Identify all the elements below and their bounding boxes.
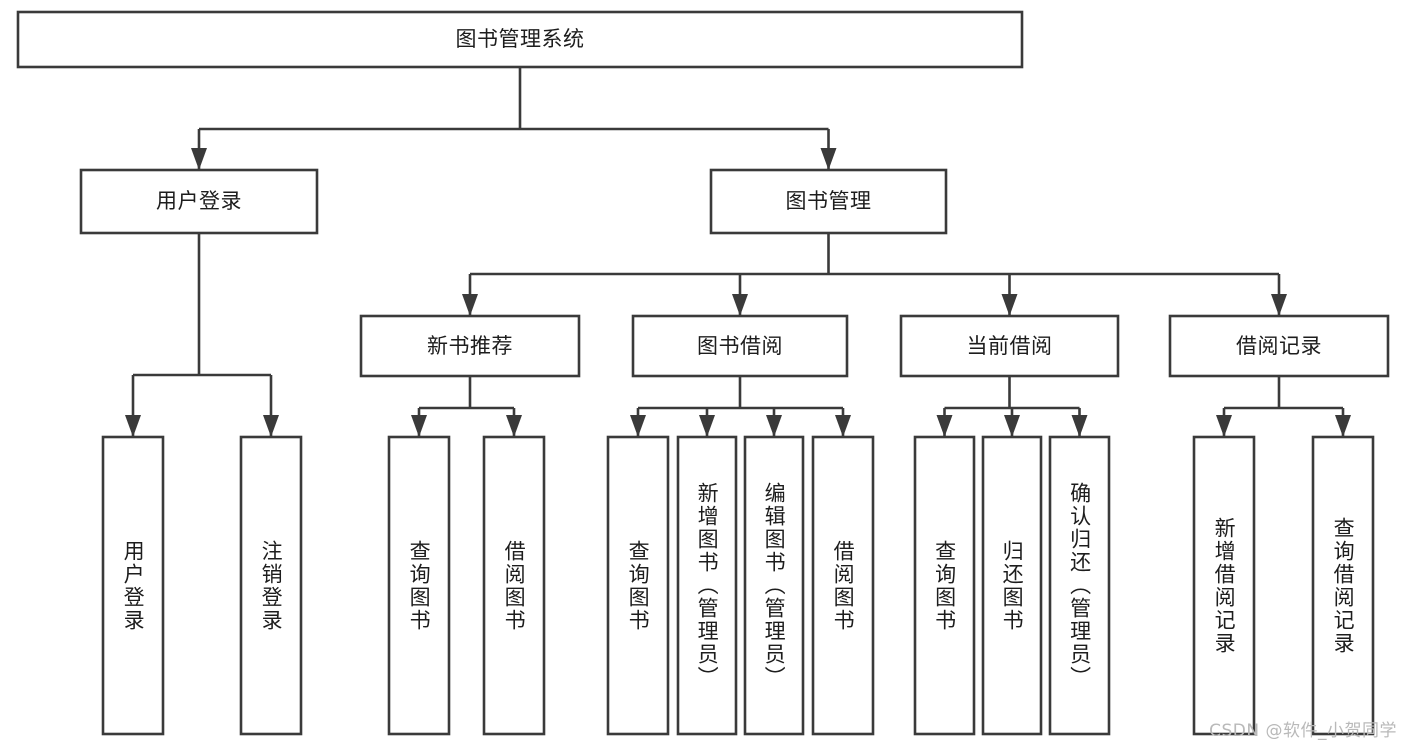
arrow-head-leaf-user-login — [125, 415, 141, 437]
arrow-head-leaf-borrow-book-rec — [506, 415, 522, 437]
node-box-leaf-return-book[interactable] — [981, 435, 1043, 736]
node-box-leaf-add-record[interactable] — [1192, 435, 1256, 736]
arrow-head-leaf-edit-book — [766, 415, 782, 437]
arrow-head-leaf-add-record — [1216, 415, 1232, 437]
node-box-leaf-edit-book[interactable] — [743, 435, 805, 736]
node-box-current-borrow[interactable] — [899, 314, 1120, 378]
arrow-head-book-manage — [820, 148, 837, 170]
node-box-leaf-logout[interactable] — [239, 435, 303, 736]
node-box-leaf-borrow-book-rec[interactable] — [482, 435, 546, 736]
arrow-head-current-borrow — [1001, 294, 1018, 316]
arrow-head-leaf-borrow-book — [835, 415, 851, 437]
node-boxes — [16, 10, 1390, 736]
arrow-head-leaf-confirm-return — [1071, 415, 1088, 437]
node-box-leaf-query-record[interactable] — [1311, 435, 1375, 736]
node-box-book-borrow[interactable] — [631, 314, 849, 378]
node-box-leaf-query-book-borrow[interactable] — [606, 435, 670, 736]
node-box-leaf-confirm-return[interactable] — [1048, 435, 1111, 736]
node-box-user-login[interactable] — [79, 168, 319, 235]
arrow-head-leaf-query-record — [1335, 415, 1351, 437]
node-box-leaf-add-book[interactable] — [676, 435, 738, 736]
connector-lines — [125, 67, 1351, 437]
node-box-root[interactable] — [16, 10, 1024, 69]
arrow-head-leaf-add-book — [699, 415, 715, 437]
node-box-new-book-recommend[interactable] — [359, 314, 581, 378]
arrow-head-leaf-query-book-rec — [411, 415, 427, 437]
watermark-text: CSDN @软件_小贺同学 — [1209, 721, 1397, 741]
node-box-book-manage[interactable] — [709, 168, 948, 235]
arrow-head-leaf-query-book-borrow — [630, 415, 646, 437]
node-box-borrow-record[interactable] — [1168, 314, 1390, 378]
arrow-head-borrow-record — [1271, 294, 1287, 316]
arrow-head-book-borrow — [732, 294, 748, 316]
arrow-head-new-book-recommend — [462, 294, 478, 316]
node-box-leaf-query-book-rec[interactable] — [387, 435, 451, 736]
arrow-head-user-login — [191, 148, 207, 170]
arrow-head-leaf-return-book — [1004, 415, 1020, 437]
node-box-leaf-query-book-cur[interactable] — [913, 435, 976, 736]
arrow-head-leaf-logout — [263, 415, 279, 437]
node-box-leaf-borrow-book[interactable] — [811, 435, 875, 736]
node-box-leaf-user-login[interactable] — [101, 435, 165, 736]
arrow-head-leaf-query-book-cur — [936, 415, 953, 437]
